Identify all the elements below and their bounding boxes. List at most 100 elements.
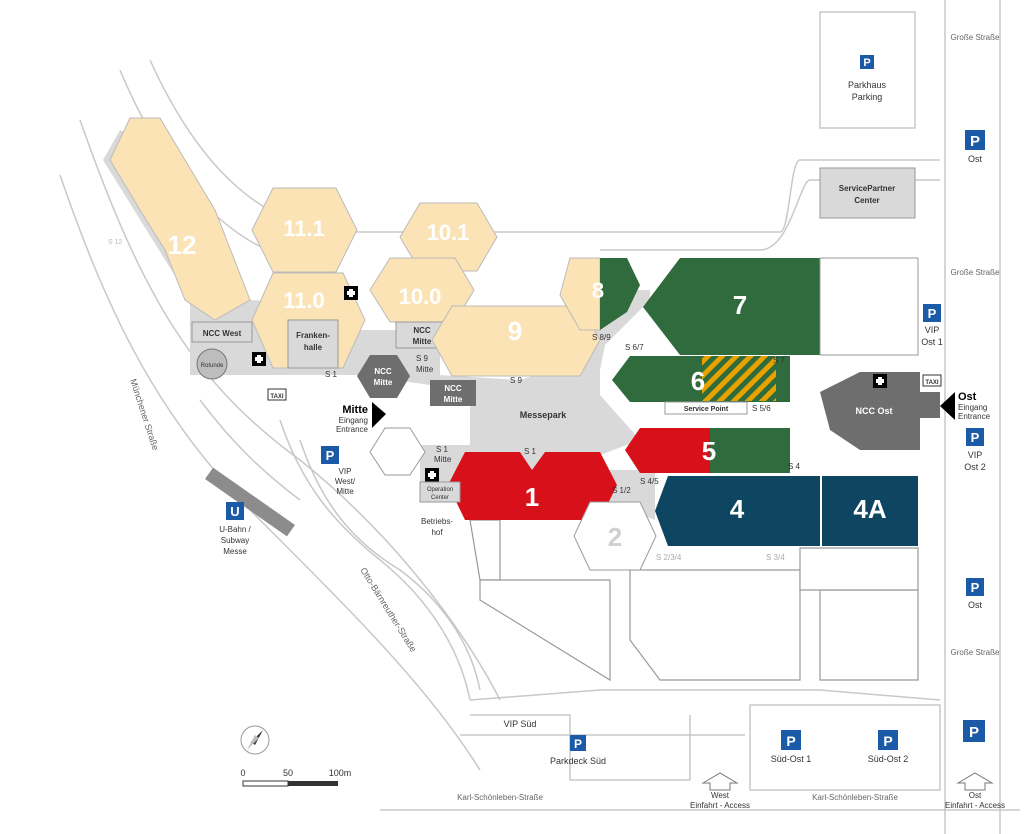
- hall-7-annex: [819, 257, 919, 356]
- parking-icon: [966, 578, 984, 596]
- hall-7[interactable]: [643, 258, 820, 355]
- entrance-arrow-icon: [940, 392, 955, 420]
- hall-8-green[interactable]: [600, 258, 640, 330]
- access-ost[interactable]: Ost Einfahrt - Access: [945, 772, 1005, 810]
- vip-ost1-label-b: Ost 1: [921, 337, 943, 347]
- frankenhalle[interactable]: [287, 319, 339, 369]
- hall-2[interactable]: [573, 501, 657, 571]
- ubahn-station[interactable]: U U-Bahn / Subway Messe: [219, 502, 252, 556]
- entrance-ost-de: Eingang: [958, 403, 987, 412]
- hall-11-1-label: 11.1: [283, 216, 325, 241]
- taxi-west: TAXI: [267, 388, 287, 401]
- parking-icon-letter: P: [971, 580, 980, 595]
- passage-s9-mitte: Mitte: [416, 365, 434, 374]
- entrance-arrow-icon: [372, 402, 386, 428]
- access-arrow-icon: [701, 772, 739, 791]
- parkhaus-icon[interactable]: [860, 55, 874, 69]
- taxi-ost: TAXI: [922, 374, 942, 387]
- road-grosse-1: Große Straße: [951, 33, 1000, 42]
- parking-parkdeck-sued[interactable]: P Parkdeck Süd: [550, 735, 606, 766]
- ncc-mitte-block-label-a: NCC: [413, 326, 431, 335]
- passage-s6-7: S 6/7: [625, 343, 644, 352]
- parking-icon-letter: P: [971, 430, 980, 445]
- vip-ost1-label-a: VIP: [925, 325, 940, 335]
- parking-icon-letter: P: [970, 133, 980, 150]
- service-partner-center[interactable]: [819, 167, 916, 219]
- parking-sued-ost-2[interactable]: P Süd-Ost 2: [868, 730, 909, 764]
- ncc-mitte-hex-label-b: Mitte: [374, 378, 393, 387]
- parking-icon-letter: P: [786, 733, 795, 749]
- ncc-west[interactable]: [191, 321, 253, 343]
- parking-icon-letter: P: [883, 733, 892, 749]
- vip-ost2-label-b: Ost 2: [964, 462, 986, 472]
- ncc-mitte-rect[interactable]: [430, 380, 476, 406]
- vip-west-label-c: Mitte: [336, 487, 354, 496]
- ubahn-label-a: U-Bahn /: [219, 525, 251, 534]
- hall-7-label: 7: [733, 290, 747, 320]
- access-west-b: Einfahrt - Access: [690, 801, 750, 810]
- ncc-mitte-hex[interactable]: [357, 355, 410, 398]
- rotunde[interactable]: [196, 348, 228, 380]
- parking-ost-top[interactable]: P Ost: [965, 130, 985, 164]
- taxi-west-label: TAXI: [270, 394, 284, 400]
- parking-ost-label: Ost: [968, 154, 983, 164]
- mitte-hex-white: [369, 427, 426, 476]
- vip-ost2-label-a: VIP: [968, 450, 983, 460]
- road-s12: S 12: [108, 239, 123, 246]
- scale-0: 0: [240, 768, 245, 778]
- operation-center[interactable]: [419, 481, 461, 503]
- ncc-mitte-hex-label-a: NCC: [374, 367, 392, 376]
- scale-bar: 0 50 100m: [240, 768, 352, 787]
- ubahn-icon: [226, 502, 244, 520]
- service-point[interactable]: [664, 401, 748, 415]
- passage-s4-5: S 4/5: [640, 477, 659, 486]
- hall-10-1[interactable]: [399, 202, 498, 272]
- parking-icon: [963, 720, 985, 742]
- ubahn-label-b: Subway: [221, 536, 249, 545]
- first-aid-icon: [425, 468, 439, 482]
- parkhaus-label: Parkhaus: [848, 80, 887, 90]
- entrance-ost[interactable]: Ost Eingang Entrance: [940, 391, 991, 421]
- parking-vip-west[interactable]: P VIP West/ Mitte: [321, 446, 356, 496]
- parking-icon-letter: P: [326, 448, 335, 463]
- hall-5-green[interactable]: [710, 428, 790, 473]
- parkdeck-sued-label: Parkdeck Süd: [550, 756, 606, 766]
- walkway-base: [103, 130, 655, 520]
- ncc-ost-label: NCC Ost: [855, 406, 892, 416]
- taxi-ost-label: TAXI: [925, 380, 939, 386]
- ncc-ost[interactable]: [820, 372, 940, 450]
- hall-4[interactable]: [655, 476, 820, 546]
- parking-ost-bottom[interactable]: P Ost: [966, 578, 984, 610]
- road-karl-2: Karl-Schönleben-Straße: [812, 793, 898, 802]
- scale-100: 100m: [329, 768, 352, 778]
- hall-12-label: 12: [168, 230, 197, 260]
- hall-5-red[interactable]: [625, 428, 710, 473]
- betriebshof-label-b: hof: [431, 528, 443, 537]
- access-ost-a: Ost: [969, 791, 982, 800]
- parking-icon: [923, 304, 941, 322]
- hall-2-label: 2: [608, 522, 622, 552]
- vip-west-label-a: VIP: [339, 467, 352, 476]
- hall-1[interactable]: [448, 452, 617, 520]
- road-grosse-2: Große Straße: [951, 268, 1000, 277]
- parking-ost-access[interactable]: P: [963, 720, 985, 742]
- access-west[interactable]: West Einfahrt - Access: [690, 772, 750, 810]
- parkhaus-label-en: Parking: [852, 92, 883, 102]
- hall-4a[interactable]: [822, 476, 918, 546]
- hall-8-beige[interactable]: [559, 257, 601, 331]
- entrance-mitte[interactable]: Mitte Eingang Entrance: [336, 402, 386, 434]
- parking-icon-letter: P: [574, 737, 582, 751]
- hall-8-label: 8: [592, 278, 604, 303]
- ncc-west-label: NCC West: [203, 329, 242, 338]
- parking-icon: [321, 446, 339, 464]
- hall-12[interactable]: [109, 117, 251, 321]
- hall-11-1[interactable]: [251, 187, 358, 273]
- parking-sued-ost-1[interactable]: P Süd-Ost 1: [771, 730, 812, 764]
- parking-vip-ost-1[interactable]: P VIP Ost 1: [921, 304, 943, 347]
- parking-vip-ost-2[interactable]: P VIP Ost 2: [964, 428, 986, 472]
- ubahn-icon-letter: U: [230, 504, 239, 519]
- road-grosse-3: Große Straße: [951, 648, 1000, 657]
- ubahn-track: [205, 467, 295, 537]
- entrance-mitte-de: Eingang: [339, 416, 368, 425]
- taxi-icon: [267, 388, 287, 401]
